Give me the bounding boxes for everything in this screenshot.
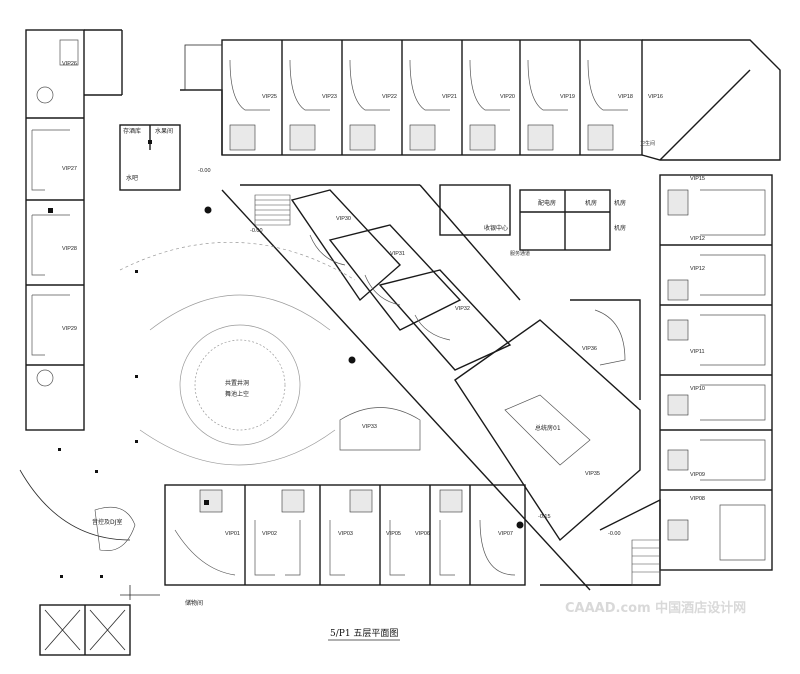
room-label-vip12b: VIP12 [690, 266, 705, 272]
label-storage-left: 存酒库 [123, 127, 141, 135]
room-label-vip29: VIP29 [62, 326, 77, 332]
room-label-vip10: VIP10 [690, 386, 705, 392]
room-label-vip30: VIP30 [336, 216, 351, 222]
label-elec: 配电房 [538, 199, 556, 207]
label-wc: 卫生间 [640, 140, 655, 147]
label-water-bar: 水果间 [155, 127, 173, 135]
room-label-vip19: VIP19 [560, 94, 575, 100]
room-label-vip08: VIP08 [690, 496, 705, 502]
label-mech1: 机房 [585, 199, 597, 207]
label-dance-2: 舞池上空 [225, 390, 249, 398]
service-labels: 存酒库 水果间 水吧 配电房 机房 机房 机房 收银中心 共置井洞 舞池上空 音… [92, 127, 655, 607]
room-label-vip05: VIP05 [386, 531, 401, 537]
room-label-vip36: VIP36 [582, 346, 597, 352]
level-mark: -0.00 [608, 531, 621, 537]
label-mech2: 机房 [614, 199, 626, 207]
room-label-vip32: VIP32 [455, 306, 470, 312]
room-label-vip25: VIP25 [262, 94, 277, 100]
room-label-vip06: VIP06 [415, 531, 430, 537]
stairs [94, 194, 661, 586]
level-mark: -0.00 [198, 168, 211, 174]
label-water-room: 水吧 [126, 174, 138, 182]
room-label-vip28: VIP28 [62, 246, 77, 252]
room-label-vip03: VIP03 [338, 531, 353, 537]
columns [48, 140, 524, 578]
label-dj-room: 音控及DJ室 [92, 518, 122, 526]
room-label-vip23: VIP23 [322, 94, 337, 100]
room-label-vip01: VIP01 [225, 531, 240, 537]
room-label-vip22: VIP22 [382, 94, 397, 100]
label-cashier: 收银中心 [484, 224, 508, 232]
room-label-vip02: VIP02 [262, 531, 277, 537]
label-store: 储物间 [185, 599, 203, 607]
level-mark: -0.00 [250, 228, 263, 234]
room-label-vip35: VIP35 [585, 471, 600, 477]
room-label-vip20: VIP20 [500, 94, 515, 100]
room-label-vip09: VIP09 [690, 472, 705, 478]
dance-floor [119, 241, 356, 466]
room-labels: VIP26 VIP27 VIP28 VIP29 VIP25 VIP23 VIP2… [62, 61, 705, 537]
room-label-vip31: VIP31 [390, 251, 405, 257]
watermark: CAAAD.com 中国酒店设计网 [565, 600, 746, 616]
label-dance-1: 共置井洞 [225, 379, 249, 387]
room-label-vip18: VIP18 [618, 94, 633, 100]
room-label-vip11: VIP11 [690, 349, 705, 355]
label-mech3: 机房 [614, 224, 626, 232]
room-label-vip07: VIP07 [498, 531, 513, 537]
room-label-president: 总统房01 [535, 424, 561, 432]
furniture [31, 39, 766, 576]
room-label-vip26: VIP26 [62, 61, 77, 67]
room-label-vip15: VIP15 [690, 176, 705, 182]
plan-caption: 5/P1 五层平面图 [330, 628, 398, 639]
caption-group: 5/P1 五层平面图 [328, 628, 400, 641]
room-label-vip33: VIP33 [362, 424, 377, 430]
outer-walls [19, 29, 781, 656]
label-corridor: 服务通道 [510, 250, 530, 257]
level-mark: -0.15 [538, 514, 551, 520]
room-label-vip12: VIP12 [690, 236, 705, 242]
room-label-vip27: VIP27 [62, 166, 77, 172]
room-label-vip16: VIP16 [648, 94, 663, 100]
room-label-vip21: VIP21 [442, 94, 457, 100]
level-marks: -0.00 -0.00 -0.15 -0.00 [198, 168, 621, 537]
